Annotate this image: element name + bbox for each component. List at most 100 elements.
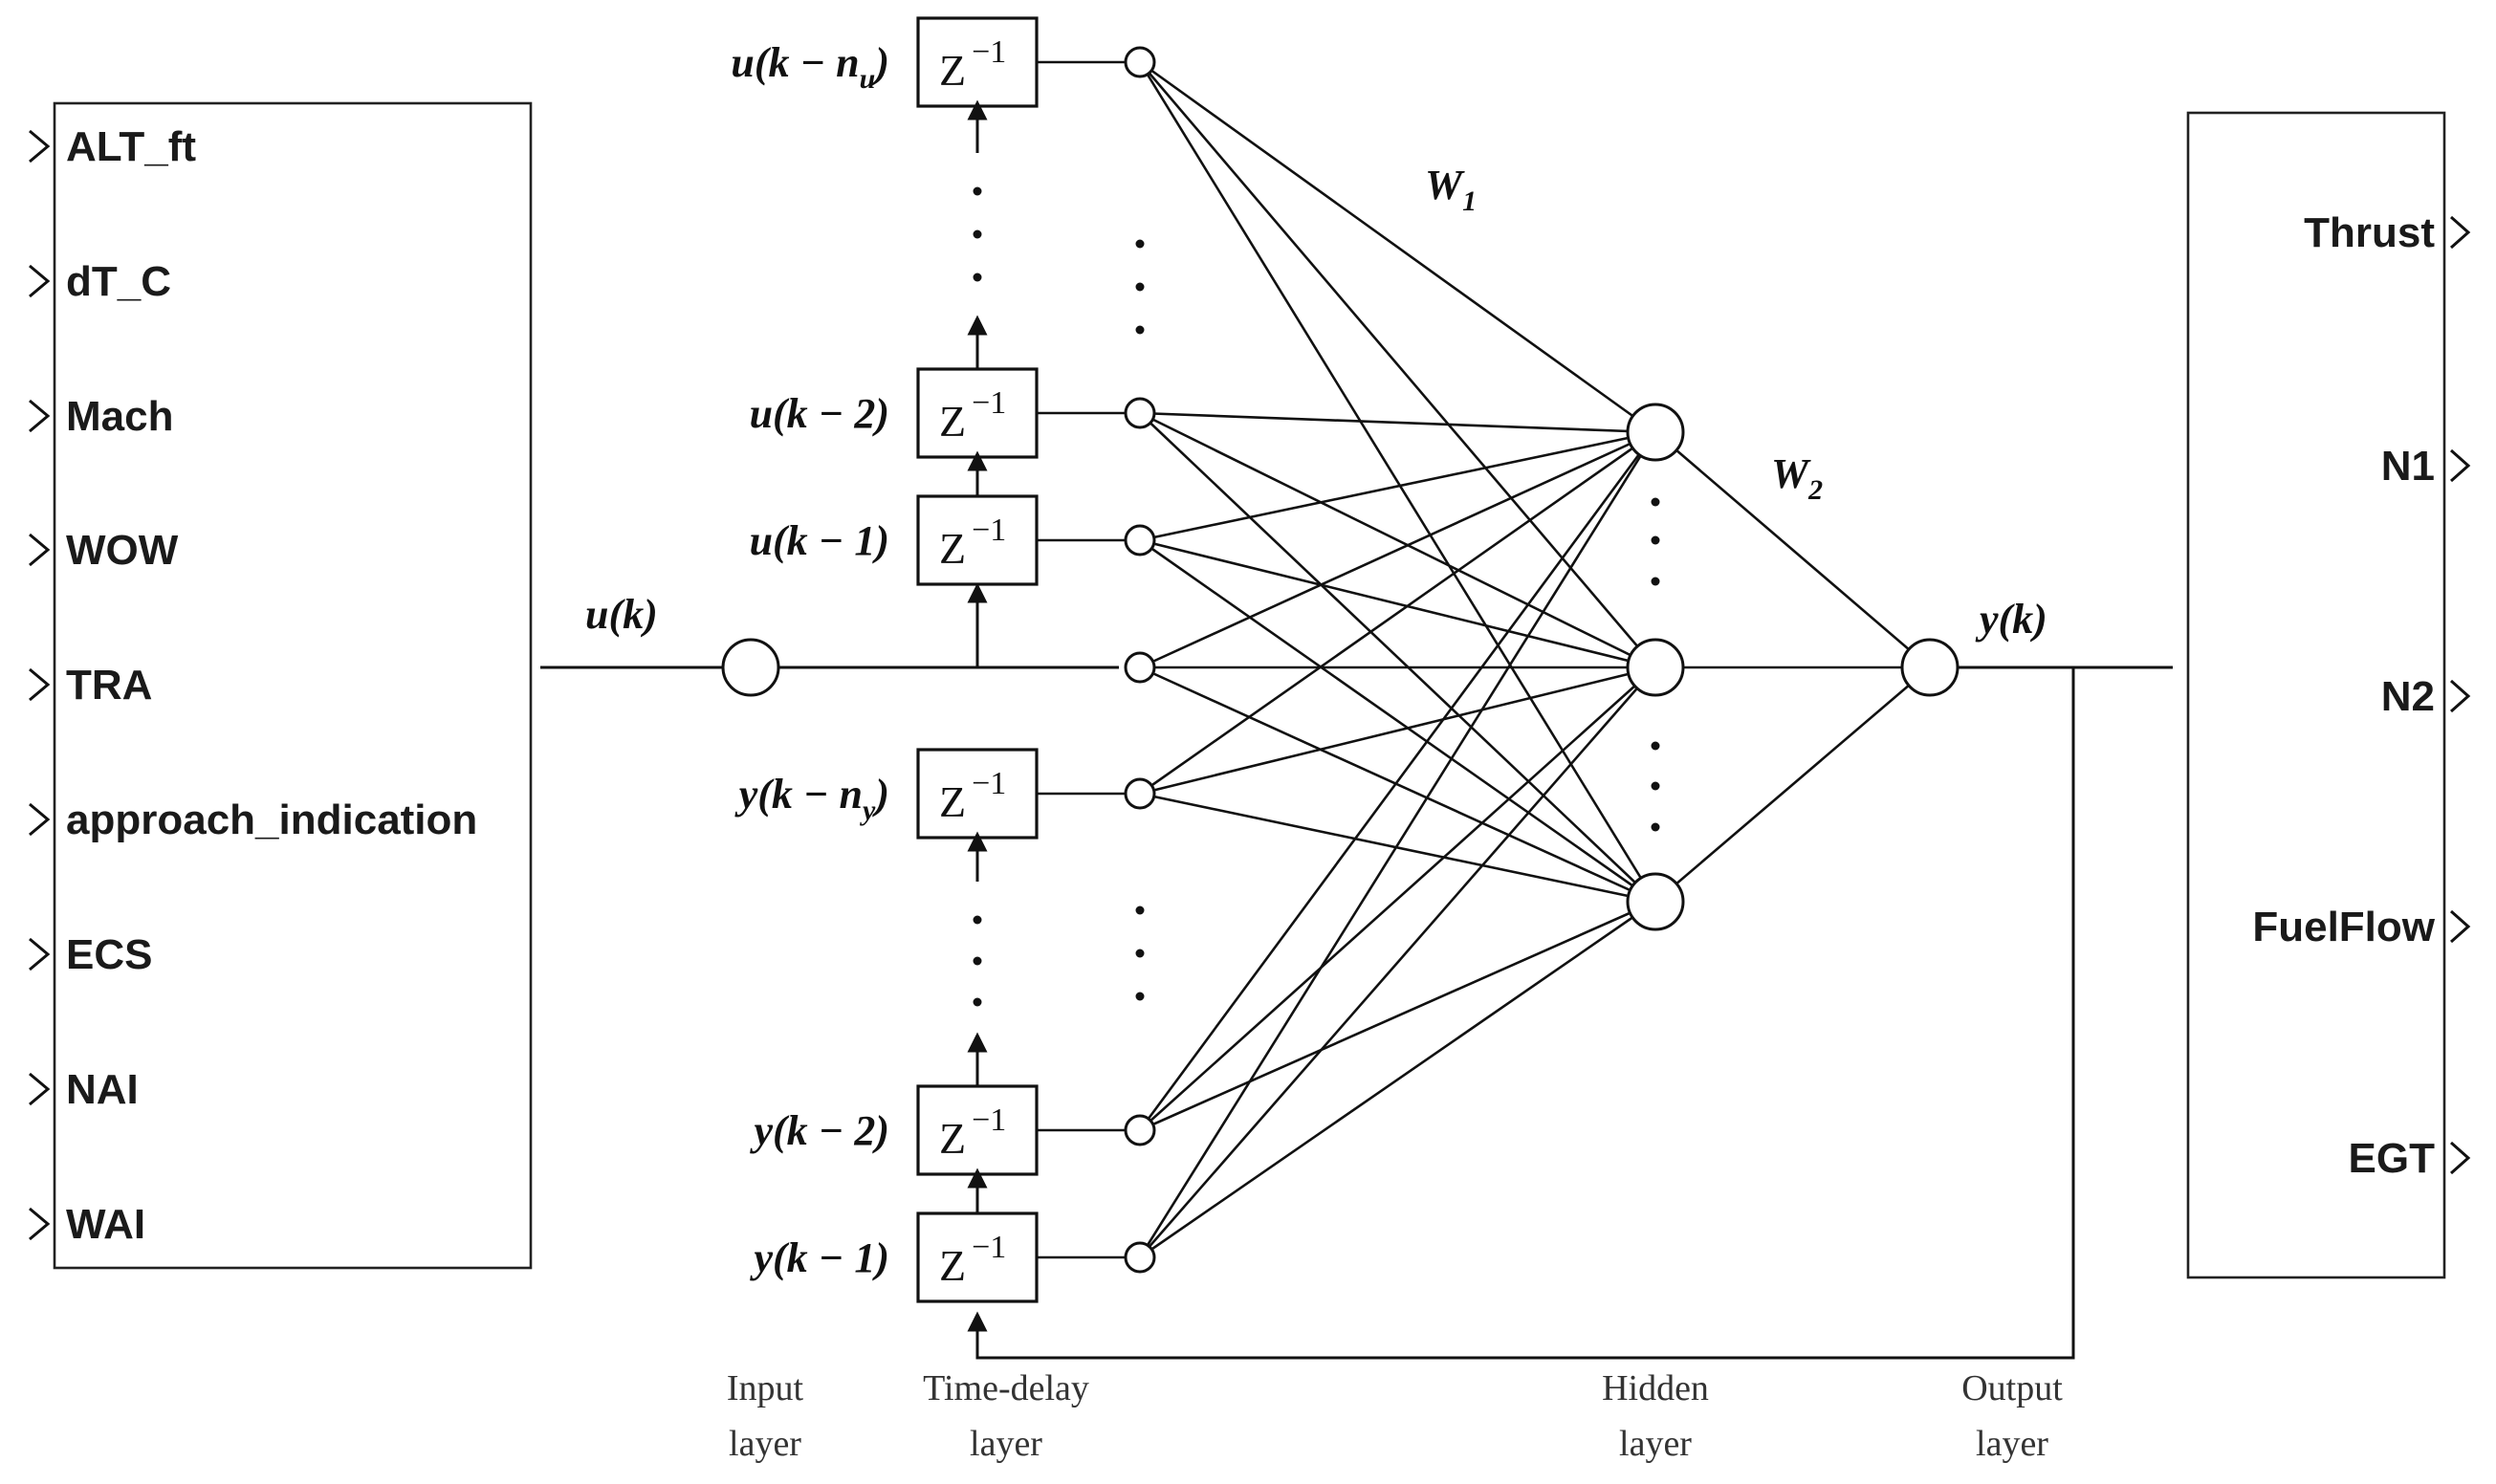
input-port-chevron-icon <box>29 802 51 837</box>
time-delay-blocks: Z−1Z−1Z−1Z−1Z−1Z−1 <box>916 16 1126 1303</box>
w2-text: W2 <box>1771 450 1823 506</box>
input-subsystem-block[interactable] <box>53 101 533 1270</box>
w1-connection <box>1138 431 1657 1258</box>
input-port-approach-indication[interactable]: approach_indication <box>29 797 477 843</box>
w1-connection <box>1138 431 1657 1131</box>
output-port-thrust[interactable]: Thrust <box>2304 209 2471 256</box>
delay-block: Z−1 <box>916 16 1126 108</box>
input-signal-text: u(k) <box>585 591 658 638</box>
hidden-layer-neuron <box>1626 872 1685 931</box>
input-port-chevron-icon <box>29 533 51 567</box>
output-port-label: FuelFlow <box>2252 904 2435 950</box>
output-block-frame[interactable] <box>2186 111 2446 1279</box>
output-port-fuelflow[interactable]: FuelFlow <box>2252 904 2471 950</box>
delay-signal-label: u(k − 1) <box>750 517 889 564</box>
output-signal-text: y(k) <box>1975 596 2047 643</box>
layer-caption-line2: layer <box>1619 1424 1692 1464</box>
w1-connection <box>1139 61 1656 668</box>
input-port-label: ECS <box>66 931 152 978</box>
w1-connection <box>1139 538 1656 669</box>
feedback-path <box>967 667 2075 1360</box>
vertical-ellipsis <box>1135 906 1145 1001</box>
delay-block: Z−1 <box>916 1211 1126 1303</box>
delay-block: Z−1 <box>916 367 1126 459</box>
input-port-tra[interactable]: TRA <box>29 662 152 709</box>
weight-connections <box>1138 60 1931 1259</box>
delay-signal-label: y(k − 2) <box>750 1107 890 1154</box>
ellipsis-dots <box>973 186 1660 1007</box>
w1-connection <box>1139 430 1656 796</box>
output-port-n2[interactable]: N2 <box>2381 673 2471 720</box>
input-port-label: WOW <box>66 527 179 574</box>
tapped-delay-neuron <box>1124 1114 1156 1146</box>
output-port-egt[interactable]: EGT <box>2349 1135 2471 1182</box>
tapped-delay-neuron <box>1124 777 1156 810</box>
input-port-chevron-icon <box>29 129 51 164</box>
input-port-mach[interactable]: Mach <box>29 393 173 440</box>
hidden-layer-neuron <box>1626 638 1685 697</box>
w1-connection <box>1139 411 1656 669</box>
input-block-frame[interactable] <box>53 101 533 1270</box>
input-port-label: ALT_ft <box>66 123 196 170</box>
w1-connection <box>1139 666 1656 1131</box>
input-port-wai[interactable]: WAI <box>29 1201 145 1248</box>
input-port-dt-c[interactable]: dT_C <box>29 258 171 305</box>
delay-block-frame <box>916 748 1039 840</box>
tapped-delay-neuron <box>1124 1241 1156 1274</box>
layer-caption-line1: Time-delay <box>923 1368 1089 1408</box>
output-signal-label: y(k) <box>1975 596 2047 643</box>
tapped-delay-neuron <box>1124 397 1156 429</box>
vertical-ellipsis <box>1651 497 1660 586</box>
input-port-nai[interactable]: NAI <box>29 1066 139 1113</box>
output-port-chevron-icon <box>2450 448 2471 483</box>
delay-block-frame <box>916 494 1039 586</box>
vertical-ellipsis <box>973 915 982 1007</box>
w1-text: W1 <box>1425 162 1477 217</box>
delay-block-frame <box>916 16 1039 108</box>
delay-operator-text: Z−1 <box>939 1102 1006 1163</box>
delay-signal-label: u(k − nu) <box>731 39 889 95</box>
neurons <box>721 46 1960 1274</box>
w1-connection <box>1139 538 1656 904</box>
input-port-chevron-icon <box>29 667 51 702</box>
hidden-layer-neuron <box>1626 403 1685 462</box>
delay-operator-text: Z−1 <box>939 513 1006 573</box>
layer-caption-line1: Output <box>1961 1368 2063 1408</box>
tapped-delay-neuron <box>1124 524 1156 556</box>
output-port-chevron-icon <box>2450 679 2471 713</box>
w1-connection <box>1139 666 1656 796</box>
input-port-chevron-icon <box>29 1072 51 1106</box>
output-port-label: N2 <box>2381 673 2435 720</box>
output-port-label: EGT <box>2349 1135 2436 1182</box>
w1-connection <box>1139 430 1656 669</box>
w1-connection <box>1139 412 1656 903</box>
output-port-label: Thrust <box>2304 209 2435 256</box>
input-signal-label: u(k) <box>585 591 658 638</box>
layer-caption: Hidden layer <box>1602 1368 1709 1464</box>
w1-connection <box>1139 900 1656 1259</box>
delay-operator-text: Z−1 <box>939 385 1006 446</box>
output-port-label: N1 <box>2381 443 2435 490</box>
delay-block-frame <box>916 1211 1039 1303</box>
vertical-ellipsis <box>1135 239 1145 335</box>
output-subsystem-block[interactable] <box>2186 111 2446 1279</box>
tapped-delay-neuron <box>1124 46 1156 78</box>
tapped-delay-neuron <box>1124 651 1156 684</box>
vertical-ellipsis <box>973 186 982 282</box>
input-port-chevron-icon <box>29 399 51 433</box>
input-port-alt-ft[interactable]: ALT_ft <box>29 123 196 170</box>
output-port-chevron-icon <box>2450 1141 2471 1175</box>
layer-caption-line1: Hidden <box>1602 1368 1709 1408</box>
input-port-chevron-icon <box>29 1207 51 1241</box>
output-port-n1[interactable]: N1 <box>2381 443 2471 490</box>
input-port-wow[interactable]: WOW <box>29 527 179 574</box>
delay-block: Z−1 <box>916 748 1126 840</box>
weight-w1-label: W1 <box>1425 162 1477 217</box>
input-port-label: TRA <box>66 662 152 709</box>
input-port-ecs[interactable]: ECS <box>29 931 152 978</box>
input-port-label: dT_C <box>66 258 171 305</box>
